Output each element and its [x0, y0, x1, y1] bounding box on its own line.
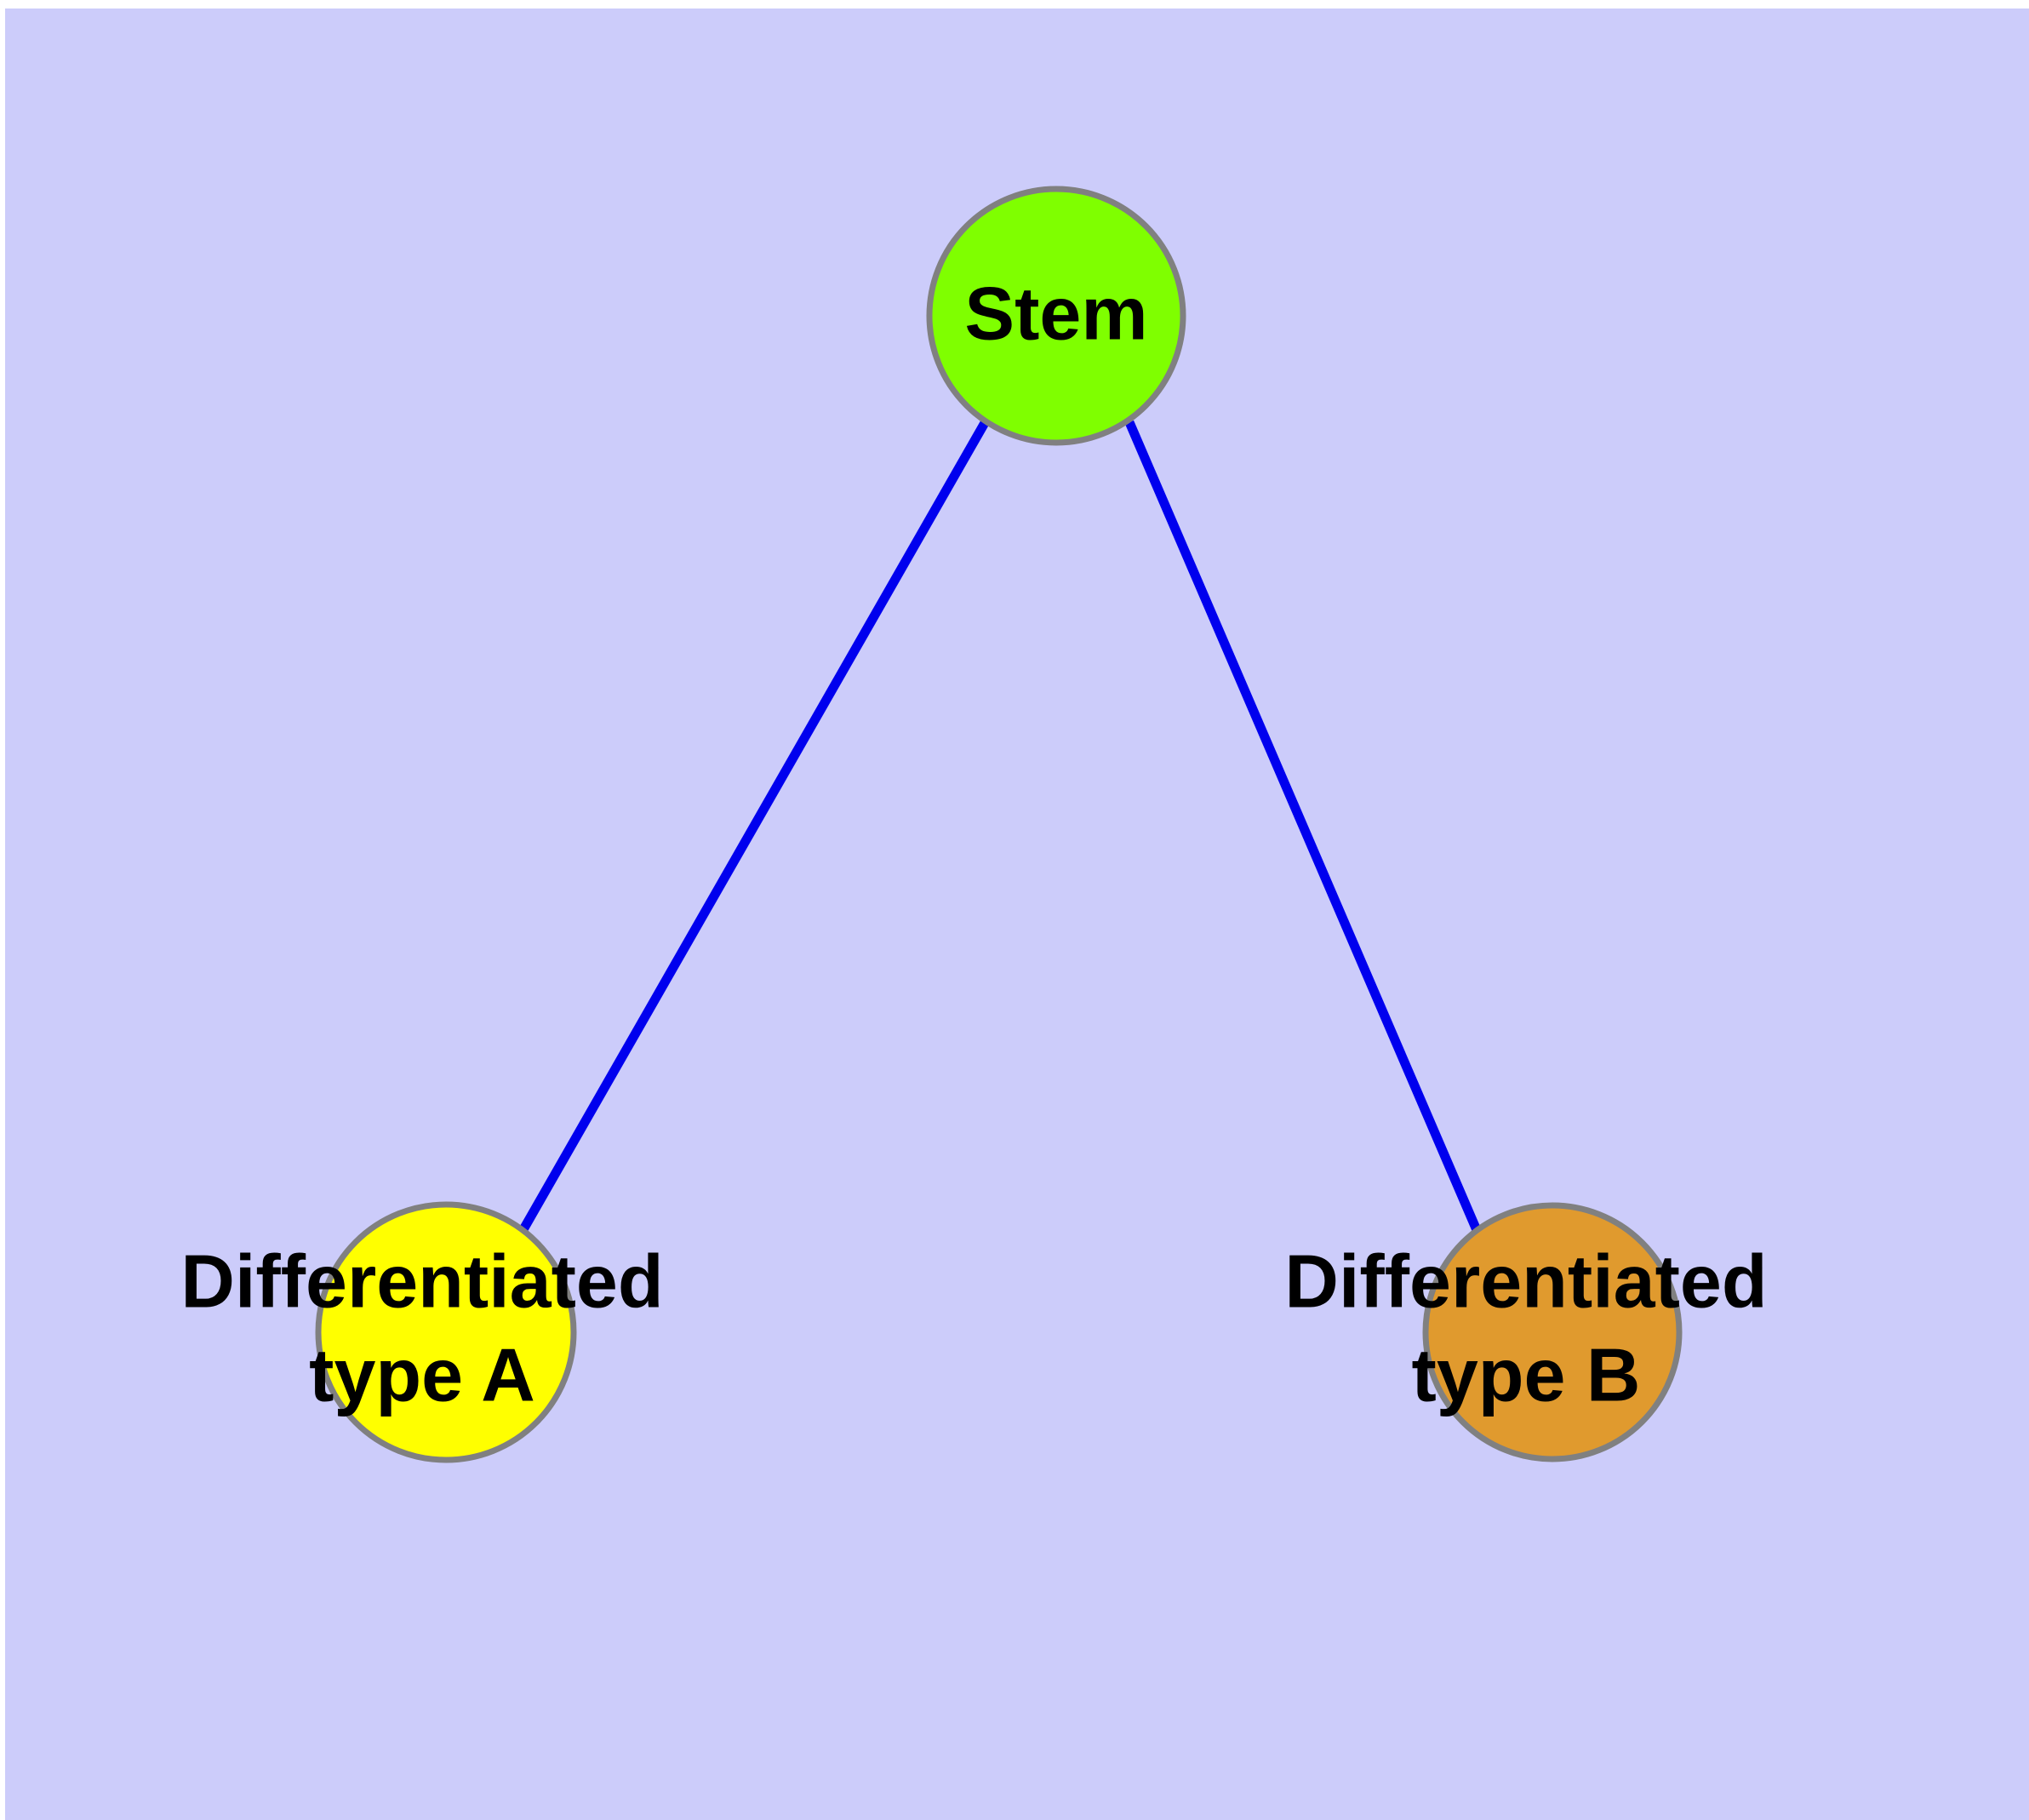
node-differentiated-type-b-label-line1: Differentiated [1284, 1239, 1767, 1323]
node-differentiated-type-a-label-line1: Differentiated [180, 1239, 663, 1323]
edge-stem-to-differentiated-type-a[interactable] [518, 419, 990, 1233]
node-stem-label: Stem [964, 271, 1147, 355]
node-differentiated-type-a-label-line2: type A [309, 1332, 535, 1417]
node-differentiated-type-a-circle[interactable] [315, 1201, 577, 1463]
node-differentiated-type-a[interactable]: Differentiated type A [180, 1201, 664, 1463]
node-differentiated-type-b[interactable]: Differentiated type B [1284, 1202, 1768, 1462]
node-stem-circle[interactable] [926, 186, 1186, 446]
node-differentiated-type-b-circle[interactable] [1422, 1202, 1683, 1462]
node-differentiated-type-b-label-line2: type B [1412, 1332, 1641, 1417]
edge-layer [518, 419, 1482, 1233]
node-stem[interactable]: Stem [926, 186, 1186, 446]
edge-stem-to-differentiated-type-b[interactable] [1124, 420, 1482, 1233]
